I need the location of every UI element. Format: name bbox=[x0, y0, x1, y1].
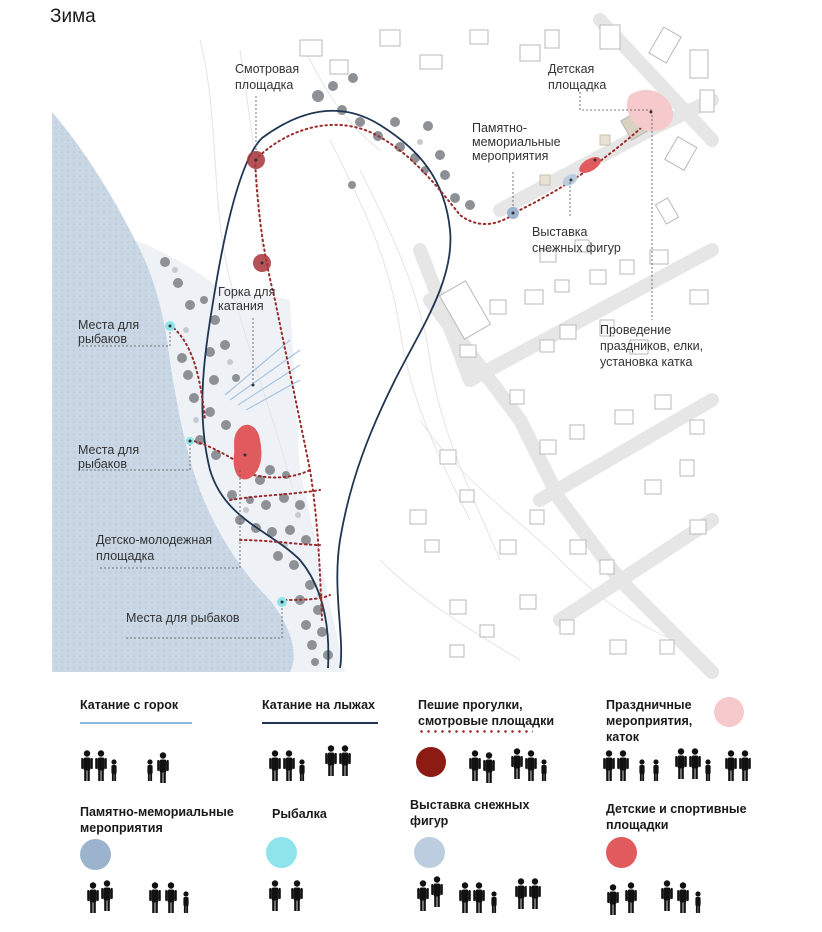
site-map: Смотровая площадка Детская площадка Памятн… bbox=[52, 13, 719, 679]
river-area bbox=[52, 112, 294, 672]
label-memorial-line2: мемориальные bbox=[472, 135, 561, 149]
youth-area-marker bbox=[233, 424, 262, 480]
legend-sledding-label: Катание с горок bbox=[80, 698, 179, 712]
ski-trail bbox=[201, 109, 452, 669]
snow-circle-icon bbox=[414, 837, 445, 868]
label-fishing-2-line2: рыбаков bbox=[78, 457, 127, 471]
holidays-circle-icon bbox=[714, 697, 744, 727]
sledding-line-icon bbox=[80, 722, 192, 724]
label-memorial-line1: Памятно- bbox=[472, 121, 527, 135]
legend-sports-label: Детские и спортивные площадки bbox=[606, 802, 747, 832]
label-holidays-line1: Проведение bbox=[600, 323, 671, 337]
fishing-circle-icon bbox=[266, 837, 297, 868]
legend-memorial-label: Памятно-мемориальные мероприятия bbox=[80, 805, 234, 835]
label-youth-area: Детско-молодежная площадка bbox=[96, 533, 212, 563]
label-kids-line2: площадка bbox=[548, 78, 606, 92]
label-sled-line1: Горка для bbox=[218, 285, 275, 299]
label-holidays: Проведение праздников, елки, установка кат… bbox=[600, 323, 703, 369]
label-snow-line1: Выставка bbox=[532, 225, 587, 239]
sports-circle-icon bbox=[606, 837, 637, 868]
legend-holidays-label: Праздничные мероприятия, каток bbox=[606, 698, 693, 744]
label-viewpoint-line1: Смотровая bbox=[235, 62, 299, 76]
legend-snow-label: Выставка снежных фигур bbox=[410, 798, 530, 828]
label-fishing-2-line1: Места для bbox=[78, 443, 139, 457]
label-holidays-line3: установка катка bbox=[600, 355, 692, 369]
label-holidays-line2: праздников, елки, bbox=[600, 339, 703, 353]
label-kids-line1: Детская bbox=[548, 62, 594, 76]
legend-fishing-label: Рыбалка bbox=[272, 807, 327, 821]
legend-walks-label: Пешие прогулки, смотровые площадки bbox=[418, 698, 555, 728]
label-fishing-1-line2: рыбаков bbox=[78, 332, 127, 346]
holiday-area bbox=[626, 89, 674, 132]
label-memorial-line3: мероприятия bbox=[472, 149, 548, 163]
label-snow-figures: Выставка снежных фигур bbox=[532, 225, 621, 255]
label-fishing-1-line1: Места для bbox=[78, 318, 139, 332]
legend-skiing-label: Катание на лыжах bbox=[262, 698, 375, 712]
skiing-line-icon bbox=[262, 722, 378, 724]
memorial-circle-icon bbox=[80, 839, 111, 870]
label-youth-line2: площадка bbox=[96, 549, 154, 563]
label-viewpoint: Смотровая площадка bbox=[235, 62, 299, 92]
label-snow-line2: снежных фигур bbox=[532, 241, 621, 255]
walks-dotted-line-icon bbox=[418, 730, 533, 733]
label-fishing-3: Места для рыбаков bbox=[126, 611, 240, 625]
walks-circle-icon bbox=[416, 747, 446, 777]
label-kids-playground: Детская площадка bbox=[548, 62, 606, 92]
label-youth-line1: Детско-молодежная bbox=[96, 533, 212, 547]
label-sled-line2: катания bbox=[218, 299, 264, 313]
label-viewpoint-line2: площадка bbox=[235, 78, 293, 92]
page-title: Зима bbox=[50, 6, 96, 27]
